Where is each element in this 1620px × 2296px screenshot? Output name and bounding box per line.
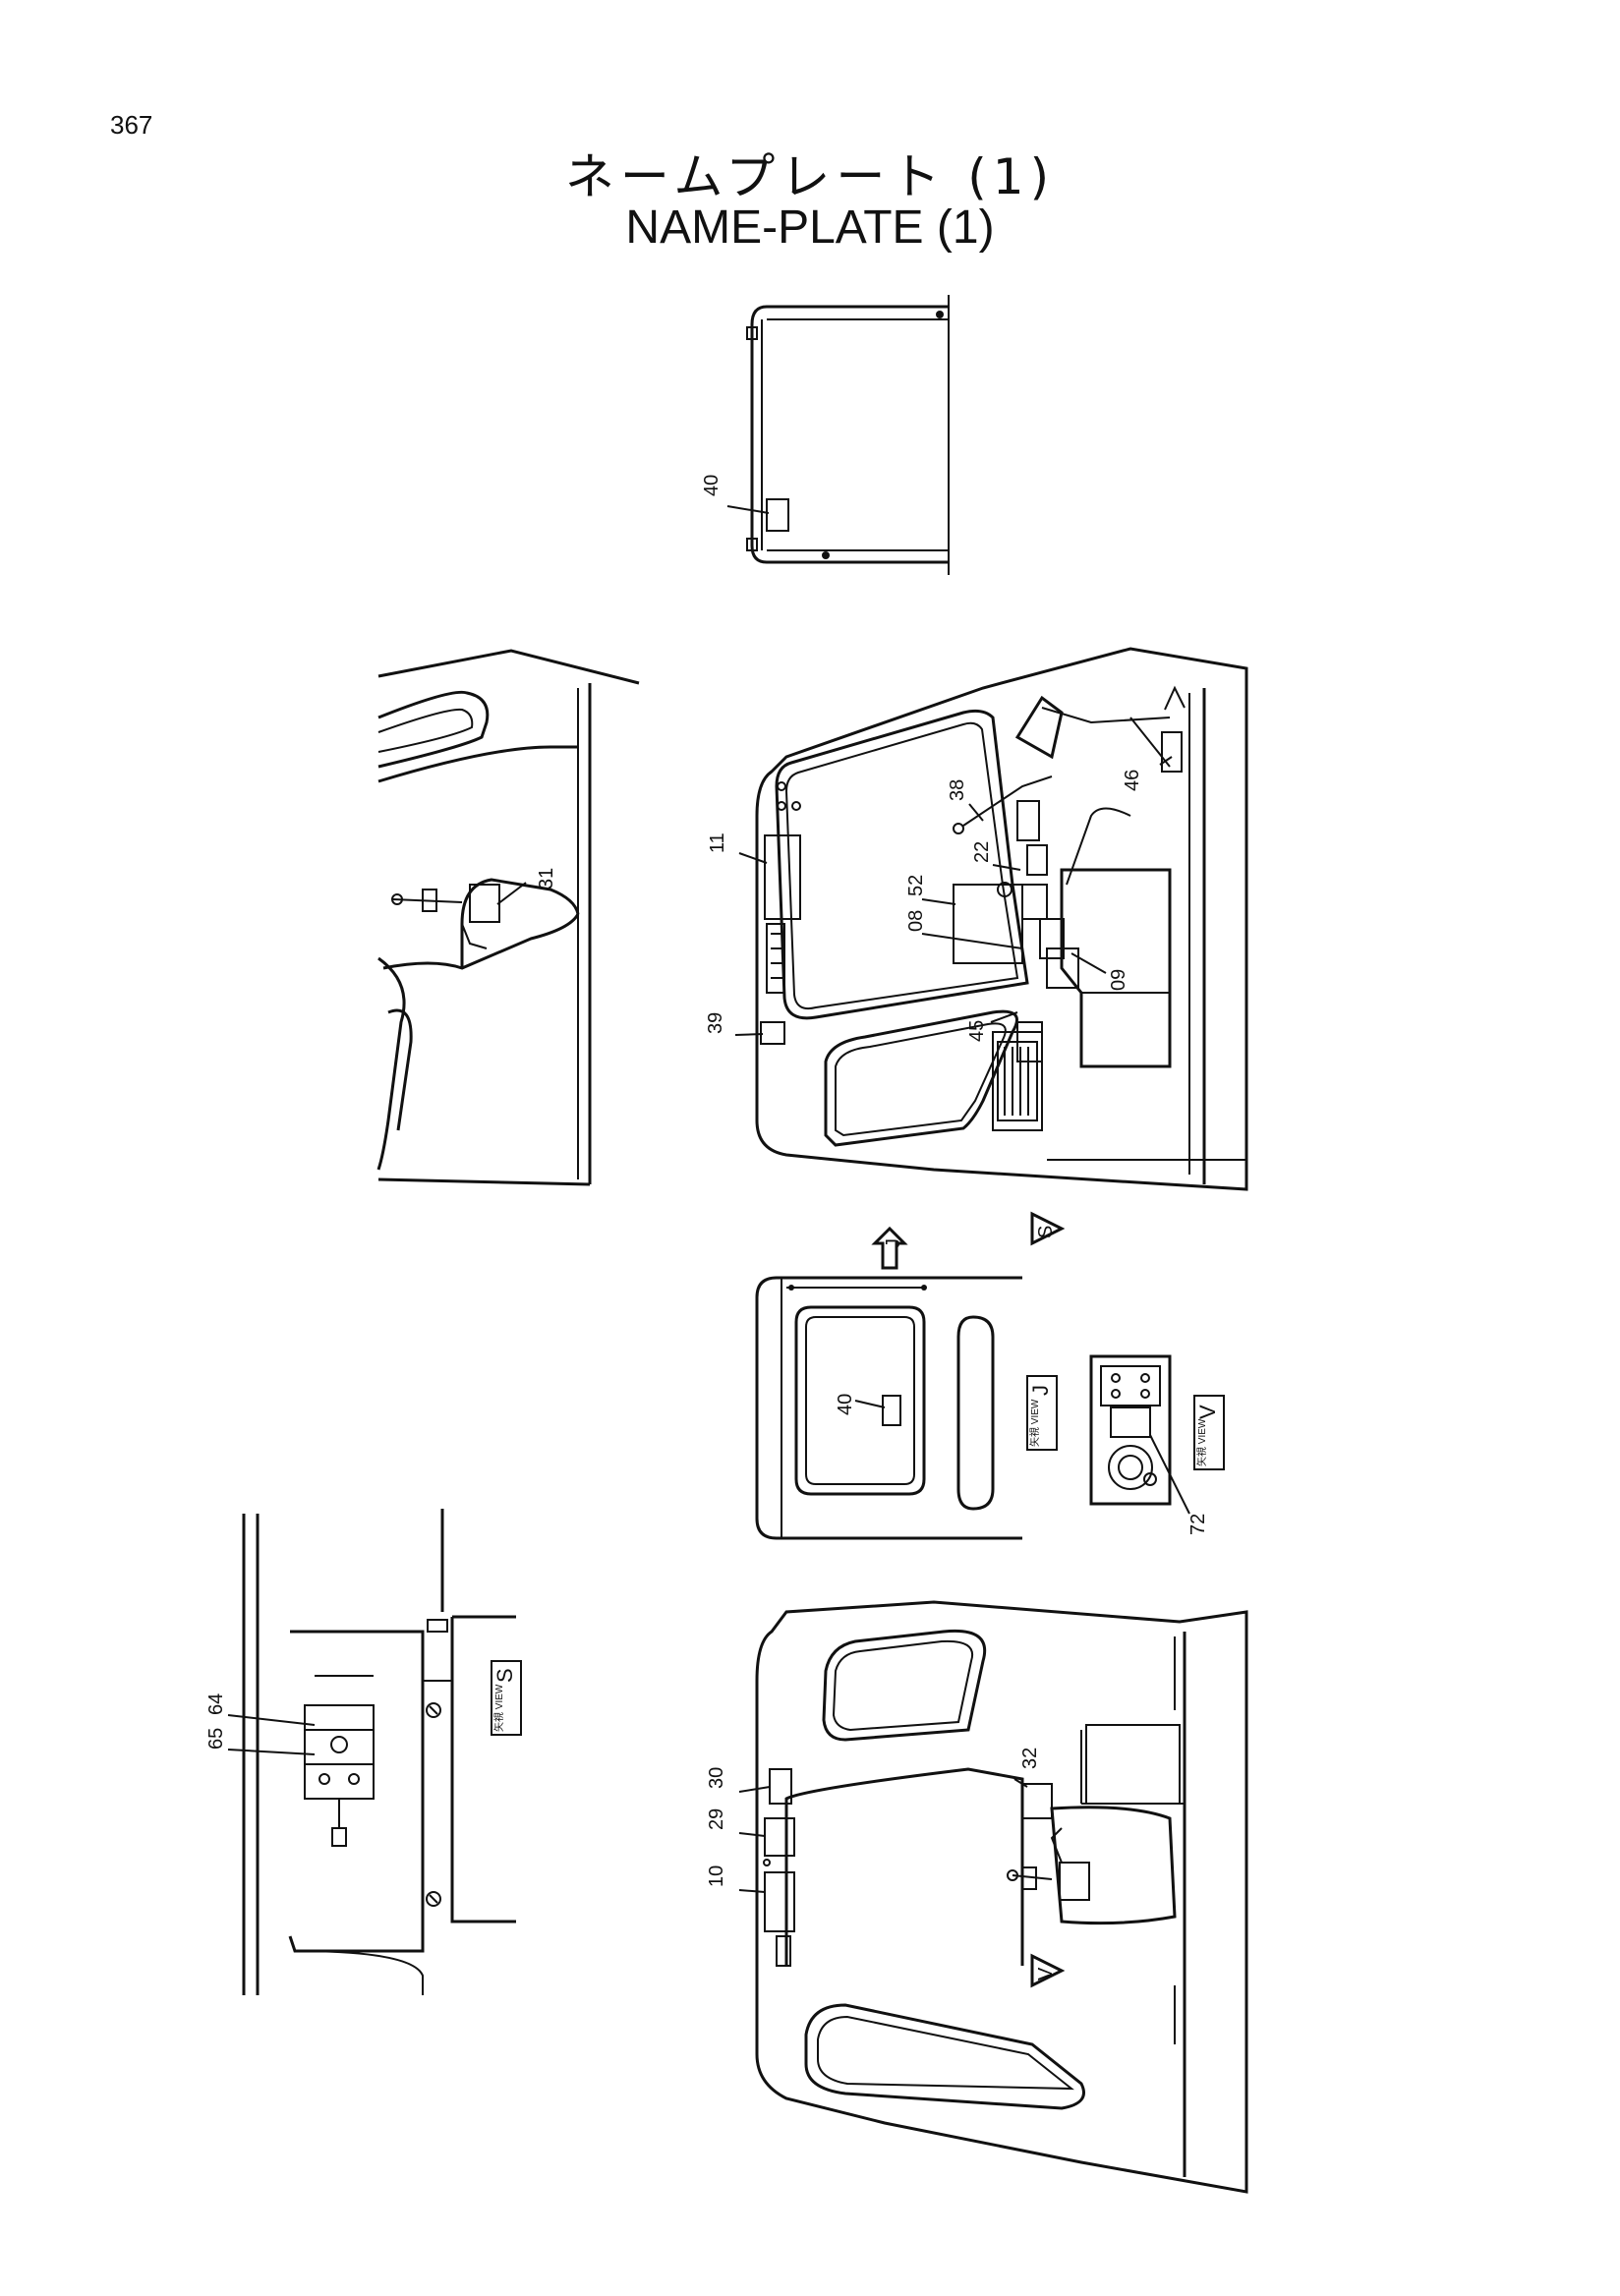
plate-32 [1021,1783,1053,1819]
callout-64: 64 [205,1693,227,1715]
plate-09 [1046,947,1079,989]
callout-29: 29 [706,1808,727,1830]
plate-40-mid [882,1395,901,1426]
roof-view: 40 [701,295,950,575]
plate-40-top [766,498,789,532]
svg-text:V: V [1035,1967,1057,1980]
view-j-label: J 矢視 VIEW [1026,1375,1058,1451]
callout-22: 22 [971,841,993,863]
view-arrow-v: V [1030,1953,1066,1988]
plate-31 [469,884,500,923]
svg-text:矢視 VIEW: 矢視 VIEW [492,1684,505,1732]
callout-40-mid: 40 [835,1394,856,1415]
callout-72: 72 [1187,1514,1209,1535]
callout-38: 38 [947,779,968,801]
callout-65: 65 [205,1728,227,1750]
callout-08: 08 [905,910,927,932]
callout-32: 32 [1019,1748,1041,1769]
plate-10 [764,1871,795,1932]
callout-09: 09 [1108,969,1129,991]
view-arrow-j: J [871,1226,908,1270]
svg-text:S: S [1035,1226,1057,1238]
svg-text:J: J [1028,1385,1053,1396]
title-english: NAME-PLATE (1) [625,201,995,254]
joystick-panel: 72 [1089,1354,1209,1535]
callout-11: 11 [707,832,728,853]
plate-52 [953,884,1023,964]
callout-30: 30 [706,1767,727,1789]
callout-39: 39 [705,1012,726,1034]
svg-text:矢視 VIEW: 矢視 VIEW [1195,1418,1208,1466]
plate-29 [764,1817,795,1857]
callout-46: 46 [1122,770,1143,791]
callout-45: 45 [966,1020,988,1042]
callout-10: 10 [706,1866,727,1887]
view-v-label: V 矢視 VIEW [1193,1395,1225,1470]
keypad [997,1041,1038,1121]
callout-40-top: 40 [701,475,723,496]
cab-interior-view: 11 39 38 22 52 08 09 46 45 [705,647,1248,1191]
callout-31: 31 [536,868,557,890]
cab-interior-right-view: 30 29 10 32 [706,1600,1248,2194]
plate-11 [764,834,801,920]
cab-side-view-left: 31 [376,649,640,1186]
plate-30 [769,1768,792,1805]
plate-39 [760,1021,785,1045]
svg-text:V: V [1195,1405,1220,1419]
view-j-panel: 40 [755,1276,1022,1540]
svg-text:S: S [492,1668,517,1683]
title-japanese: ネームプレート (1) [564,148,1056,205]
view-s-label: S 矢視 VIEW [491,1660,522,1736]
callout-52: 52 [905,875,927,896]
svg-text:J: J [883,1238,904,1248]
svg-text:矢視 VIEW: 矢視 VIEW [1028,1399,1041,1447]
view-s: 64 65 [205,1509,516,1995]
plate-46 [1161,731,1183,773]
page-number: 367 [110,110,153,140]
plate-72 [1110,1406,1151,1438]
view-arrow-s: S [1030,1211,1066,1246]
